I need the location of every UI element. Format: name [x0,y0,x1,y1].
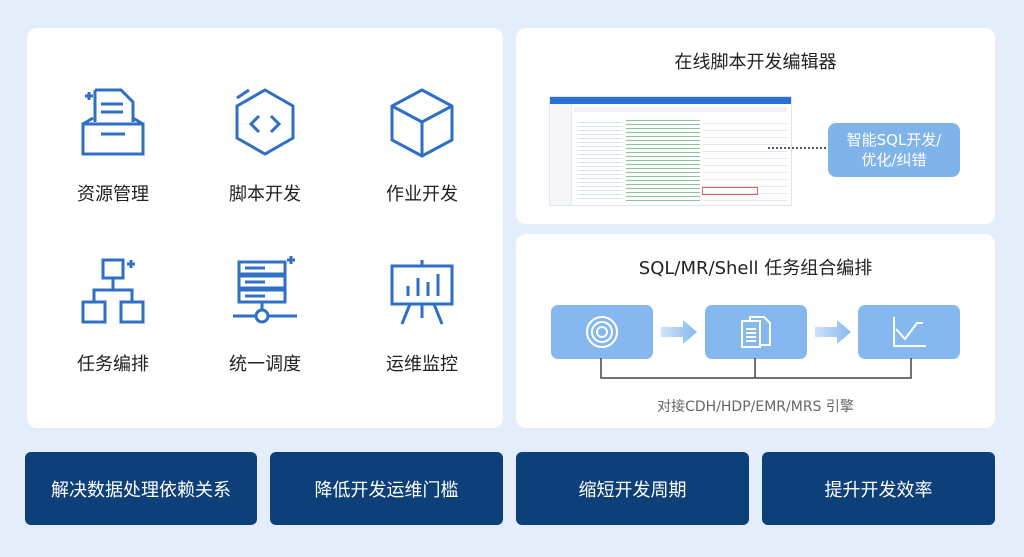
benefit-dependency: 解决数据处理依赖关系 [25,452,257,525]
feature-label: 运维监控 [386,354,458,375]
presentation-chart-icon [390,260,454,325]
feature-job-development: 作业开发 [347,86,497,206]
server-stack-icon [233,256,297,324]
feature-label: 统一调度 [229,354,301,375]
dotted-connector [768,147,830,149]
feature-task-orchestration: 任务编排 [38,256,188,376]
bubble-line: 优化/纠错 [861,151,927,169]
bubble-line: 智能SQL开发/ [846,131,942,149]
flow-step-mr [705,305,807,359]
inbox-tray-icon [81,88,145,156]
org-chart-icon [81,258,145,324]
flow-step-shell [858,305,960,359]
editor-screenshot [549,96,792,206]
arrow-right-icon [661,320,697,344]
document-icon [741,316,771,348]
feature-script-development: 脚本开发 [190,86,340,206]
feature-ops-monitoring: 运维监控 [347,256,497,376]
feature-label: 作业开发 [386,184,458,205]
target-icon [586,316,618,348]
flow-step-sql [551,305,653,359]
feature-label: 任务编排 [77,354,149,375]
feature-label: 脚本开发 [229,184,301,205]
feature-label: 资源管理 [77,184,149,205]
engine-bracket [600,358,912,379]
features-panel [27,28,503,428]
benefit-shorter-cycle: 缩短开发周期 [516,452,749,525]
benefit-lower-threshold: 降低开发运维门槛 [270,452,503,525]
benefit-efficiency: 提升开发效率 [762,452,995,525]
cube-icon [390,88,454,158]
editor-title: 在线脚本开发编辑器 [674,52,837,73]
line-chart-icon [893,317,926,347]
feature-resource-management: 资源管理 [38,86,188,206]
feature-unified-scheduling: 统一调度 [190,256,340,376]
code-hexagon-icon [235,88,295,156]
orchestration-title: SQL/MR/Shell 任务组合编排 [638,258,873,279]
engine-caption: 对接CDH/HDP/EMR/MRS 引擎 [657,399,854,415]
arrow-right-icon [815,320,851,344]
smart-sql-bubble: 智能SQL开发/ 优化/纠错 [828,123,960,177]
